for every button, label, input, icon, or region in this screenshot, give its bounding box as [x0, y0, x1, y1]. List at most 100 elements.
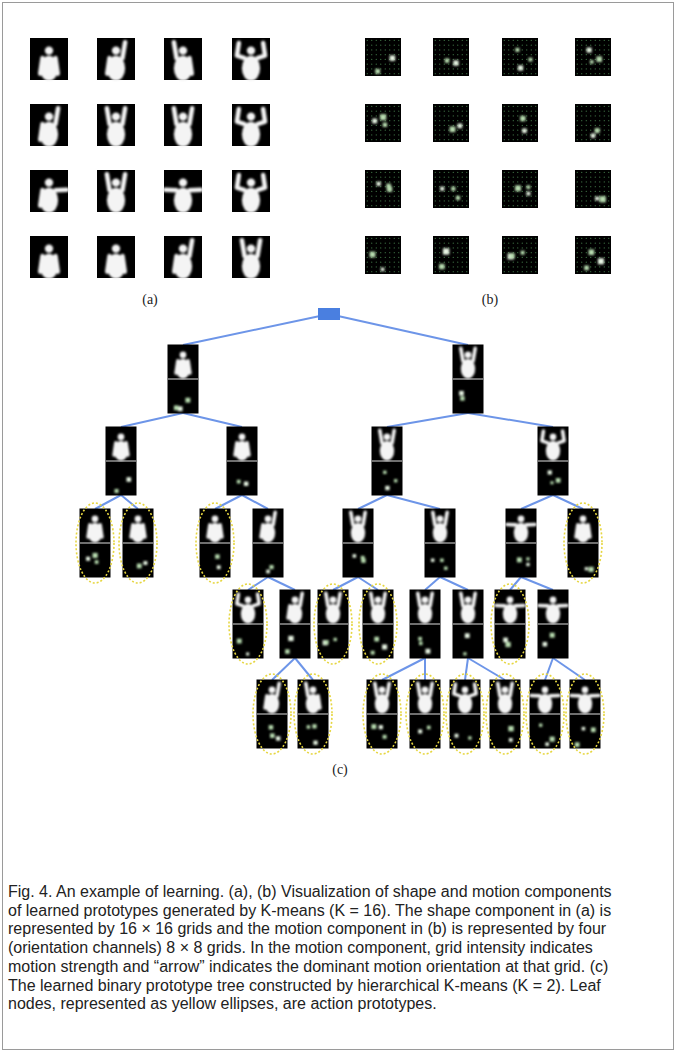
panel-label: (b) — [482, 292, 498, 308]
shape-prototype — [232, 104, 270, 147]
shape-prototype — [30, 236, 68, 279]
motion-prototype — [200, 544, 230, 577]
shape-prototype — [570, 680, 600, 714]
shape-prototype — [30, 38, 68, 81]
prototype-node — [406, 674, 444, 754]
prototype-node — [372, 427, 403, 496]
shape-prototype — [232, 170, 270, 213]
motion-prototype — [318, 625, 348, 658]
leaf-ellipse — [406, 674, 444, 754]
prototype-node — [453, 345, 484, 414]
motion-prototype — [343, 544, 373, 577]
tree-branches — [95, 316, 585, 680]
shape-prototype — [233, 590, 263, 624]
shape-prototype — [490, 680, 520, 714]
motion-prototype — [490, 715, 520, 748]
motion-prototype — [502, 38, 538, 76]
shape-prototype — [200, 509, 230, 543]
motion-prototype — [365, 170, 401, 208]
prototype-node — [446, 674, 484, 754]
motion-prototype — [367, 715, 397, 748]
panel-label: (a) — [142, 292, 158, 308]
shape-prototype — [80, 509, 110, 543]
shape-prototype — [30, 170, 68, 213]
shape-prototype — [164, 104, 202, 147]
motion-prototype — [575, 38, 611, 76]
motion-prototype — [433, 170, 469, 208]
motion-prototype — [575, 170, 611, 208]
motion-prototype — [123, 544, 153, 577]
motion-prototype — [453, 625, 483, 658]
shape-prototype — [506, 509, 536, 543]
prototype-node — [425, 509, 456, 578]
leaf-ellipse — [229, 584, 267, 664]
shape-prototype — [568, 509, 598, 543]
leaf-ellipse — [446, 674, 484, 754]
leaf-ellipse — [491, 584, 529, 664]
shape-prototype — [453, 590, 483, 624]
shape-prototype — [530, 680, 560, 714]
panel-label: (c) — [332, 762, 348, 778]
motion-prototype — [575, 104, 611, 142]
leaf-ellipse — [486, 674, 524, 754]
motion-prototype — [233, 625, 263, 658]
prototype-node — [566, 674, 604, 754]
shape-prototype — [367, 680, 397, 714]
shape-prototype — [168, 345, 198, 379]
prototype-node — [491, 584, 529, 664]
motion-prototype — [453, 380, 483, 413]
prototype-node — [564, 503, 602, 583]
shape-prototype — [164, 170, 202, 213]
shape-prototype — [280, 590, 310, 624]
shape-prototype — [97, 236, 135, 279]
shape-prototype — [97, 104, 135, 147]
shape-prototype — [410, 590, 440, 624]
prototype-node — [196, 503, 234, 583]
motion-prototype — [298, 715, 328, 748]
prototype-node — [486, 674, 524, 754]
shape-prototype — [232, 38, 270, 81]
motion-prototype — [433, 104, 469, 142]
shape-prototype — [232, 236, 270, 279]
shape-prototype — [123, 509, 153, 543]
shape-prototype — [227, 427, 257, 461]
motion-prototype — [257, 715, 287, 748]
motion-prototype — [106, 462, 136, 495]
motion-prototype — [495, 625, 525, 658]
shape-prototype — [318, 590, 348, 624]
motion-prototype — [538, 625, 568, 658]
leaf-ellipse — [363, 674, 401, 754]
prototype-node — [314, 584, 352, 664]
prototype-node — [453, 590, 484, 659]
shape-prototype — [343, 509, 373, 543]
motion-prototype — [575, 236, 611, 274]
shape-prototype — [538, 590, 568, 624]
prototype-node — [506, 509, 537, 578]
shape-prototype — [495, 590, 525, 624]
motion-prototype — [227, 462, 257, 495]
motion-prototype — [168, 380, 198, 413]
shape-prototype — [97, 170, 135, 213]
shape-prototype — [298, 680, 328, 714]
shape-prototype — [425, 509, 455, 543]
leaf-ellipse — [119, 503, 157, 583]
prototype-node — [119, 503, 157, 583]
prototype-node — [253, 674, 291, 754]
shape-prototype — [410, 680, 440, 714]
prototype-node — [410, 590, 441, 659]
motion-prototype — [570, 715, 600, 748]
tree-root — [318, 308, 340, 320]
shape-prototype — [106, 427, 136, 461]
leaf-ellipse — [196, 503, 234, 583]
motion-prototype — [365, 104, 401, 142]
prototype-node — [168, 345, 199, 414]
prototype-node — [227, 427, 258, 496]
prototype-node — [343, 509, 374, 578]
motion-prototype — [502, 104, 538, 142]
prototype-node — [538, 427, 569, 496]
leaf-ellipse — [526, 674, 564, 754]
leaf-ellipse — [253, 674, 291, 754]
motion-prototype — [410, 625, 440, 658]
shape-prototype — [363, 590, 393, 624]
shape-prototype — [30, 104, 68, 147]
